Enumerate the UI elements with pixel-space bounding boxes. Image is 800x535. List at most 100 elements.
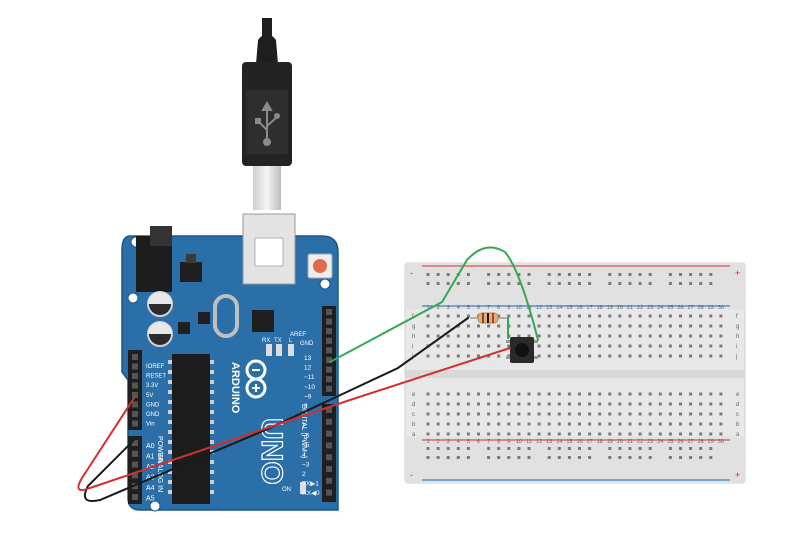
rail-hole[interactable]: [679, 273, 682, 276]
terminal-hole[interactable]: [507, 432, 511, 436]
terminal-hole[interactable]: [557, 432, 561, 436]
terminal-hole[interactable]: [567, 354, 571, 358]
rail-hole[interactable]: [497, 273, 501, 276]
rail-hole[interactable]: [456, 282, 460, 285]
terminal-hole[interactable]: [436, 324, 440, 328]
rail-hole[interactable]: [547, 273, 551, 276]
terminal-hole[interactable]: [719, 402, 723, 406]
terminal-hole[interactable]: [436, 354, 440, 358]
power-header[interactable]: [128, 350, 142, 430]
rail-hole[interactable]: [588, 447, 592, 450]
terminal-hole[interactable]: [658, 334, 662, 338]
terminal-hole[interactable]: [648, 344, 652, 348]
terminal-hole[interactable]: [598, 392, 602, 396]
terminal-hole[interactable]: [588, 422, 592, 426]
header-hole[interactable]: [132, 472, 138, 479]
terminal-hole[interactable]: [709, 324, 713, 328]
header-hole[interactable]: [326, 466, 332, 472]
terminal-hole[interactable]: [679, 354, 682, 358]
terminal-hole[interactable]: [456, 354, 460, 358]
terminal-hole[interactable]: [588, 354, 592, 358]
terminal-hole[interactable]: [507, 314, 511, 318]
rail-hole[interactable]: [608, 456, 612, 459]
terminal-hole[interactable]: [588, 392, 592, 396]
terminal-hole[interactable]: [648, 422, 652, 426]
terminal-hole[interactable]: [648, 324, 652, 328]
rail-hole[interactable]: [638, 273, 642, 276]
terminal-hole[interactable]: [658, 412, 662, 416]
terminal-hole[interactable]: [426, 354, 430, 358]
terminal-hole[interactable]: [658, 392, 662, 396]
header-hole[interactable]: [132, 420, 138, 427]
header-hole[interactable]: [132, 450, 138, 457]
header-hole[interactable]: [326, 309, 332, 315]
terminal-hole[interactable]: [527, 432, 531, 436]
terminal-hole[interactable]: [628, 354, 632, 358]
terminal-hole[interactable]: [689, 432, 693, 436]
terminal-hole[interactable]: [426, 314, 430, 318]
rail-hole[interactable]: [507, 456, 511, 459]
terminal-hole[interactable]: [507, 344, 511, 348]
digital-header-low[interactable]: [322, 404, 336, 502]
terminal-hole[interactable]: [719, 432, 723, 436]
rail-hole[interactable]: [567, 273, 571, 276]
terminal-hole[interactable]: [719, 354, 723, 358]
terminal-hole[interactable]: [648, 392, 652, 396]
terminal-hole[interactable]: [517, 402, 521, 406]
terminal-hole[interactable]: [466, 334, 470, 338]
terminal-hole[interactable]: [567, 344, 571, 348]
terminal-hole[interactable]: [436, 344, 440, 348]
terminal-hole[interactable]: [487, 432, 491, 436]
terminal-hole[interactable]: [436, 314, 440, 318]
terminal-hole[interactable]: [537, 392, 541, 396]
header-hole[interactable]: [326, 385, 332, 392]
terminal-hole[interactable]: [487, 392, 491, 396]
rail-hole[interactable]: [527, 282, 531, 285]
rail-hole[interactable]: [487, 282, 491, 285]
terminal-hole[interactable]: [537, 422, 541, 426]
terminal-hole[interactable]: [436, 402, 440, 406]
terminal-hole[interactable]: [598, 432, 602, 436]
terminal-hole[interactable]: [699, 432, 703, 436]
terminal-hole[interactable]: [567, 334, 571, 338]
terminal-hole[interactable]: [557, 344, 561, 348]
terminal-hole[interactable]: [638, 432, 642, 436]
terminal-hole[interactable]: [426, 412, 430, 416]
terminal-hole[interactable]: [668, 412, 672, 416]
terminal-hole[interactable]: [567, 432, 571, 436]
rail-hole[interactable]: [557, 456, 561, 459]
terminal-hole[interactable]: [446, 334, 450, 338]
terminal-hole[interactable]: [628, 334, 632, 338]
terminal-hole[interactable]: [648, 402, 652, 406]
terminal-hole[interactable]: [658, 314, 662, 318]
terminal-hole[interactable]: [466, 422, 470, 426]
rail-hole[interactable]: [668, 273, 672, 276]
terminal-hole[interactable]: [638, 412, 642, 416]
terminal-hole[interactable]: [679, 324, 682, 328]
rail-hole[interactable]: [668, 456, 672, 459]
terminal-hole[interactable]: [658, 344, 662, 348]
rail-hole[interactable]: [567, 282, 571, 285]
rail-hole[interactable]: [547, 456, 551, 459]
terminal-hole[interactable]: [578, 392, 581, 396]
terminal-hole[interactable]: [588, 314, 592, 318]
terminal-hole[interactable]: [466, 314, 470, 318]
terminal-hole[interactable]: [689, 314, 693, 318]
header-hole[interactable]: [132, 354, 138, 360]
terminal-hole[interactable]: [679, 412, 682, 416]
header-hole[interactable]: [326, 418, 332, 425]
terminal-hole[interactable]: [517, 334, 521, 338]
terminal-hole[interactable]: [436, 334, 440, 338]
rail-hole[interactable]: [689, 447, 693, 450]
rail-hole[interactable]: [689, 456, 693, 459]
terminal-hole[interactable]: [446, 354, 450, 358]
terminal-hole[interactable]: [446, 314, 450, 318]
terminal-hole[interactable]: [628, 422, 632, 426]
rail-hole[interactable]: [466, 282, 470, 285]
terminal-hole[interactable]: [426, 324, 430, 328]
terminal-hole[interactable]: [668, 402, 672, 406]
header-hole[interactable]: [326, 328, 332, 335]
terminal-hole[interactable]: [547, 334, 551, 338]
rail-hole[interactable]: [527, 273, 531, 276]
terminal-hole[interactable]: [719, 412, 723, 416]
